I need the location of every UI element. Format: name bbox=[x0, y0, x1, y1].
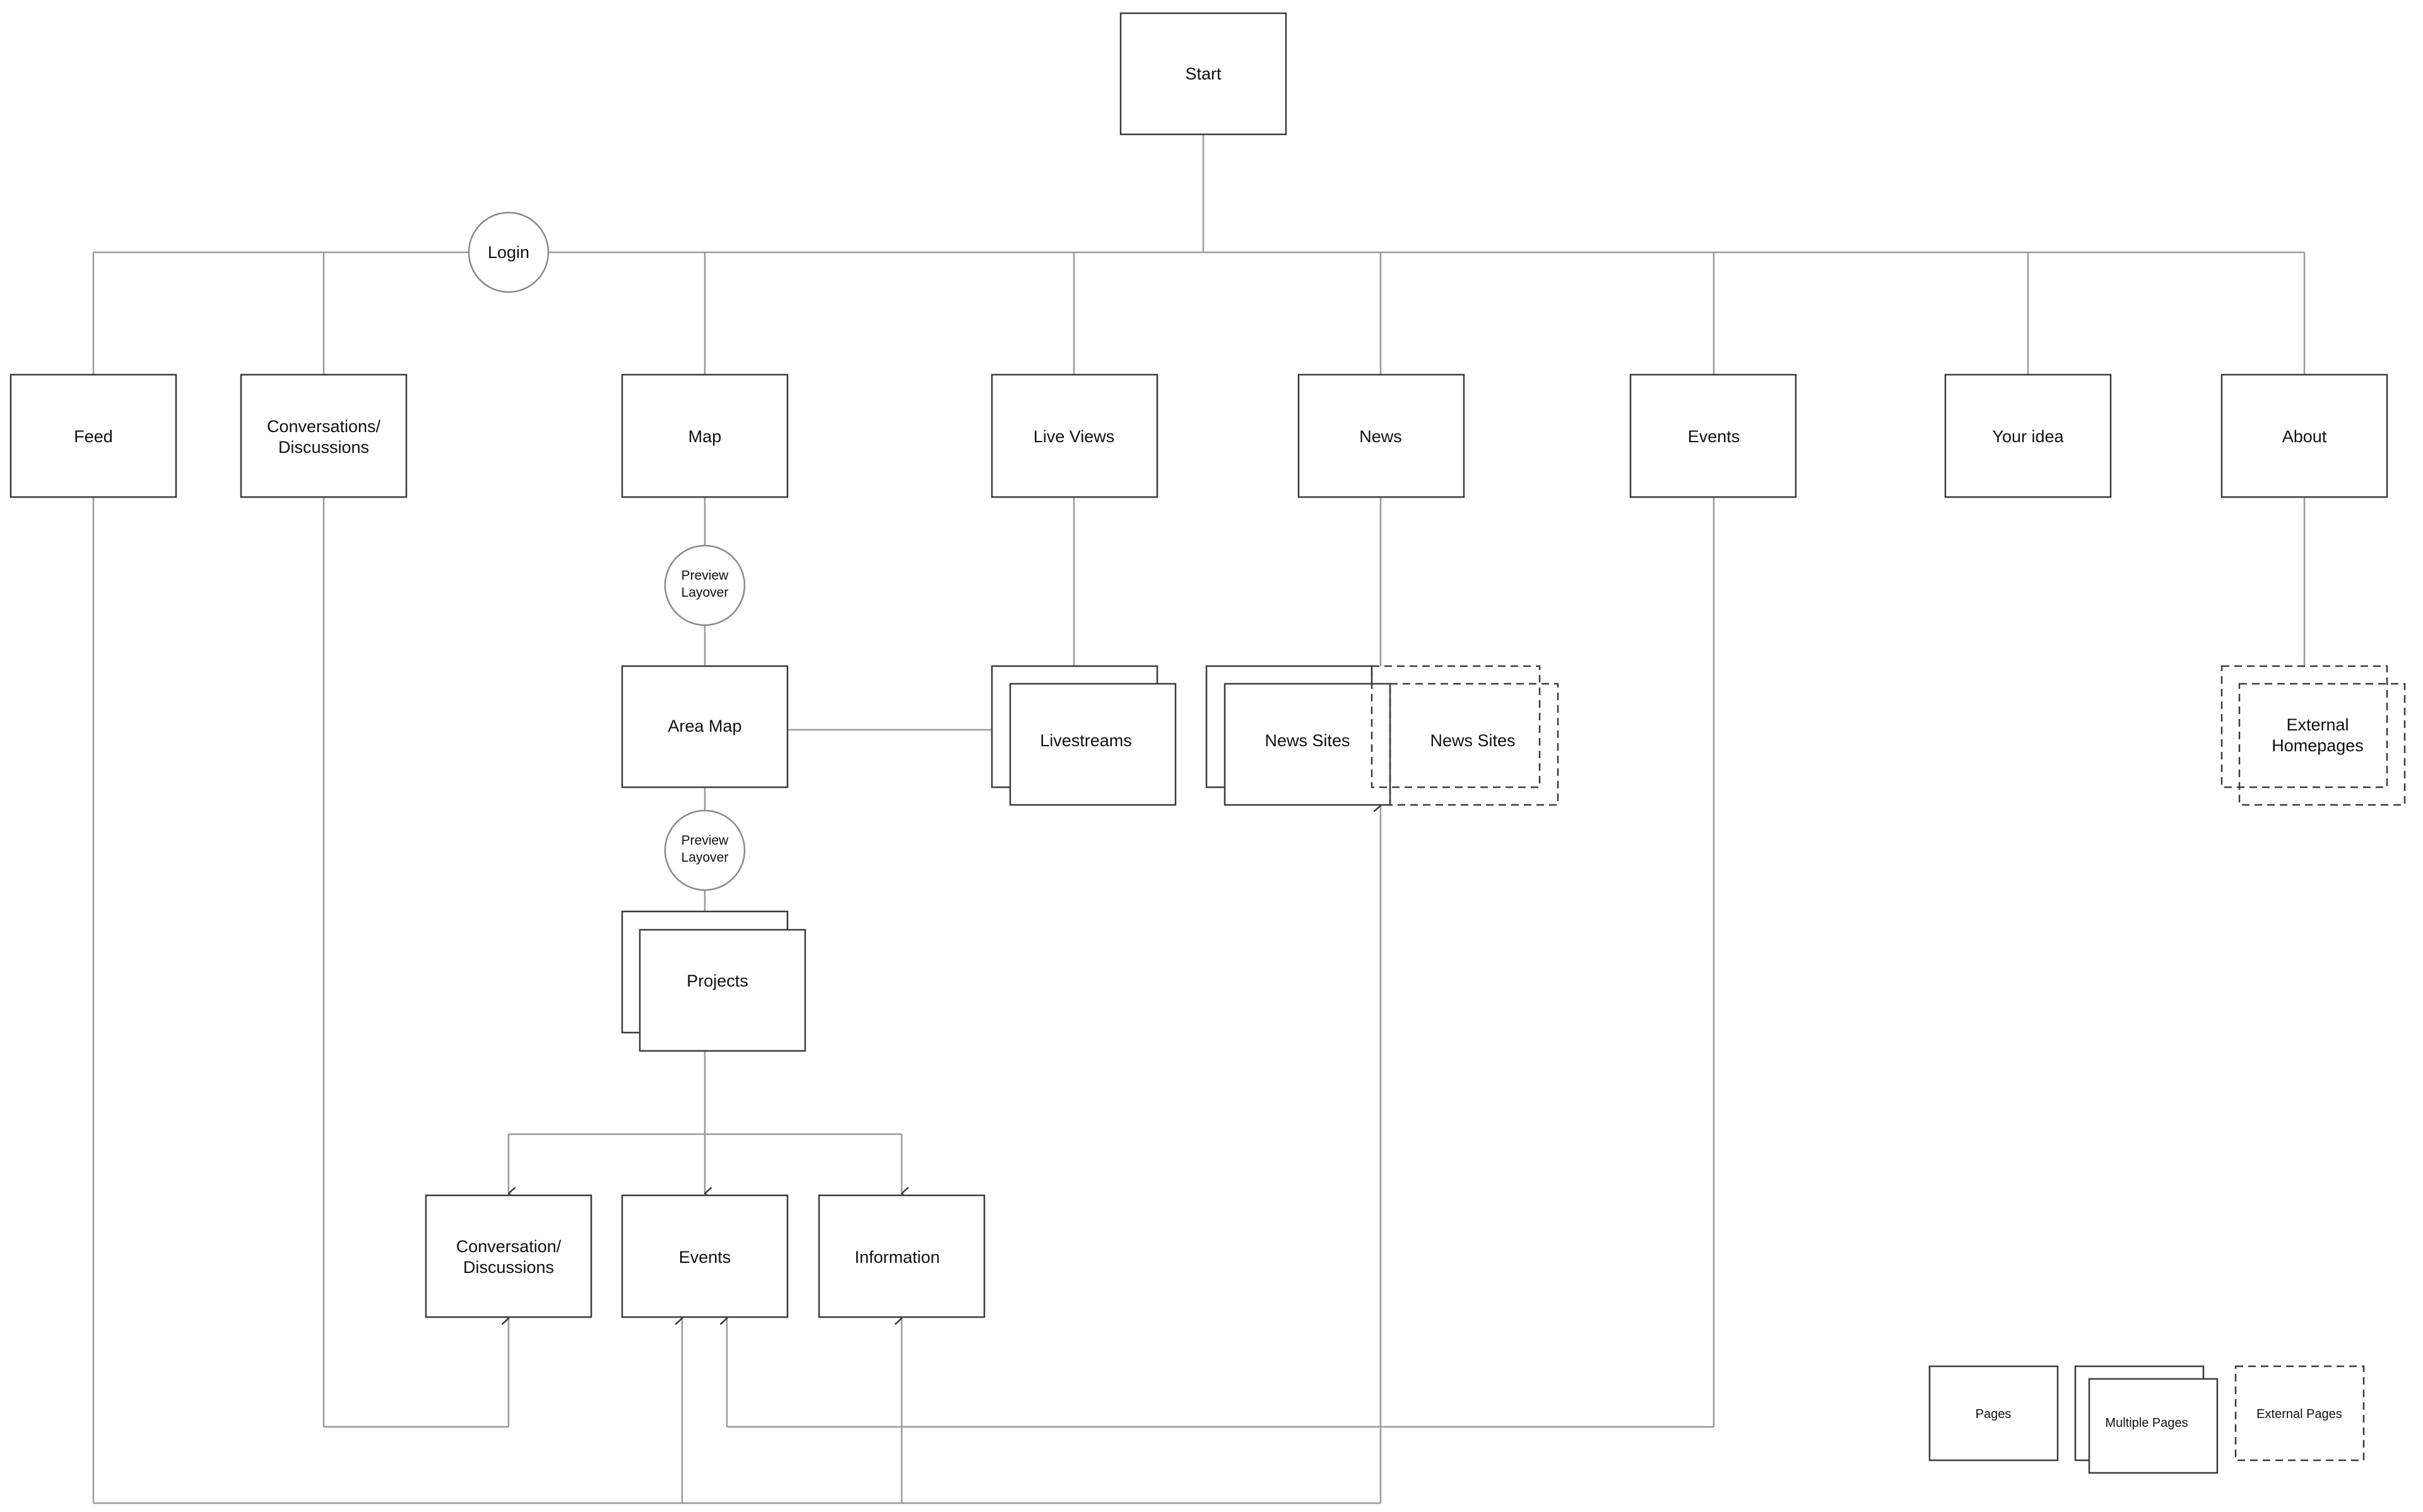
information-box bbox=[818, 1194, 986, 1318]
area-map-box bbox=[621, 665, 789, 788]
news-sites-external-label: News Sites bbox=[1430, 731, 1515, 750]
external-homepages-label-1: External bbox=[2286, 715, 2349, 734]
map-box bbox=[621, 373, 789, 498]
legend-pages-box bbox=[1928, 1365, 2059, 1462]
preview-layover-circle-1 bbox=[664, 544, 746, 626]
news-sites-external-back bbox=[1371, 665, 1541, 788]
your-idea-box bbox=[1944, 373, 2112, 498]
conversation-box bbox=[425, 1194, 592, 1318]
connectors bbox=[92, 134, 2306, 1504]
conversation-label-1: Conversation/ bbox=[456, 1237, 562, 1256]
live-views-box bbox=[991, 373, 1158, 498]
start-label: Start bbox=[1185, 64, 1222, 83]
login-circle bbox=[468, 211, 550, 293]
labels: Start Login Feed Conversations/ Discussi… bbox=[74, 64, 2364, 1430]
preview-layover-1-line1: Preview bbox=[681, 568, 729, 583]
news-sites-external-front bbox=[1389, 683, 1559, 806]
conversations-label-1: Conversations/ bbox=[267, 417, 381, 436]
external-homepages-front bbox=[2238, 683, 2406, 806]
conversations-box bbox=[240, 373, 408, 498]
legend-external-label: External Pages bbox=[2256, 1407, 2342, 1421]
conversation-label-2: Discussions bbox=[463, 1258, 554, 1277]
project-events-label: Events bbox=[679, 1248, 731, 1267]
events-label: Events bbox=[1688, 427, 1740, 446]
news-sites-box-front bbox=[1223, 683, 1391, 806]
gates bbox=[468, 211, 746, 891]
legend-multiple-front bbox=[2088, 1378, 2219, 1474]
information-label: Information bbox=[854, 1248, 940, 1267]
live-views-label: Live Views bbox=[1034, 427, 1115, 446]
start-box bbox=[1119, 12, 1287, 136]
preview-layover-1-line2: Layover bbox=[681, 585, 729, 600]
login-label: Login bbox=[488, 243, 529, 262]
your-idea-label: Your idea bbox=[1992, 427, 2064, 446]
news-label: News bbox=[1359, 427, 1402, 446]
about-box bbox=[2220, 373, 2388, 498]
external-nodes bbox=[1371, 665, 2406, 1462]
news-sites-label: News Sites bbox=[1265, 731, 1350, 750]
area-map-label: Area Map bbox=[668, 717, 741, 735]
feed-box bbox=[9, 373, 177, 498]
events-box bbox=[1629, 373, 1797, 498]
preview-layover-2-line1: Preview bbox=[681, 833, 729, 848]
preview-layover-circle-2 bbox=[664, 809, 746, 891]
projects-label: Projects bbox=[687, 971, 748, 990]
external-homepages-label-2: Homepages bbox=[2272, 736, 2364, 755]
external-homepages-back bbox=[2220, 665, 2388, 788]
about-label: About bbox=[2282, 427, 2327, 446]
preview-layover-2-line2: Layover bbox=[681, 850, 729, 865]
news-box bbox=[1297, 373, 1465, 498]
nodes bbox=[9, 12, 2388, 1474]
map-label: Map bbox=[688, 427, 722, 446]
conversations-label-2: Discussions bbox=[278, 438, 369, 457]
feed-label: Feed bbox=[74, 427, 113, 446]
legend-multiple-label: Multiple Pages bbox=[2105, 1416, 2188, 1430]
livestreams-box-front bbox=[1009, 683, 1177, 806]
project-events-box bbox=[621, 1194, 789, 1318]
legend-pages-label: Pages bbox=[1976, 1407, 2012, 1421]
projects-box-front bbox=[639, 929, 806, 1052]
livestreams-label: Livestreams bbox=[1040, 731, 1132, 750]
legend-external-box bbox=[2234, 1365, 2365, 1462]
